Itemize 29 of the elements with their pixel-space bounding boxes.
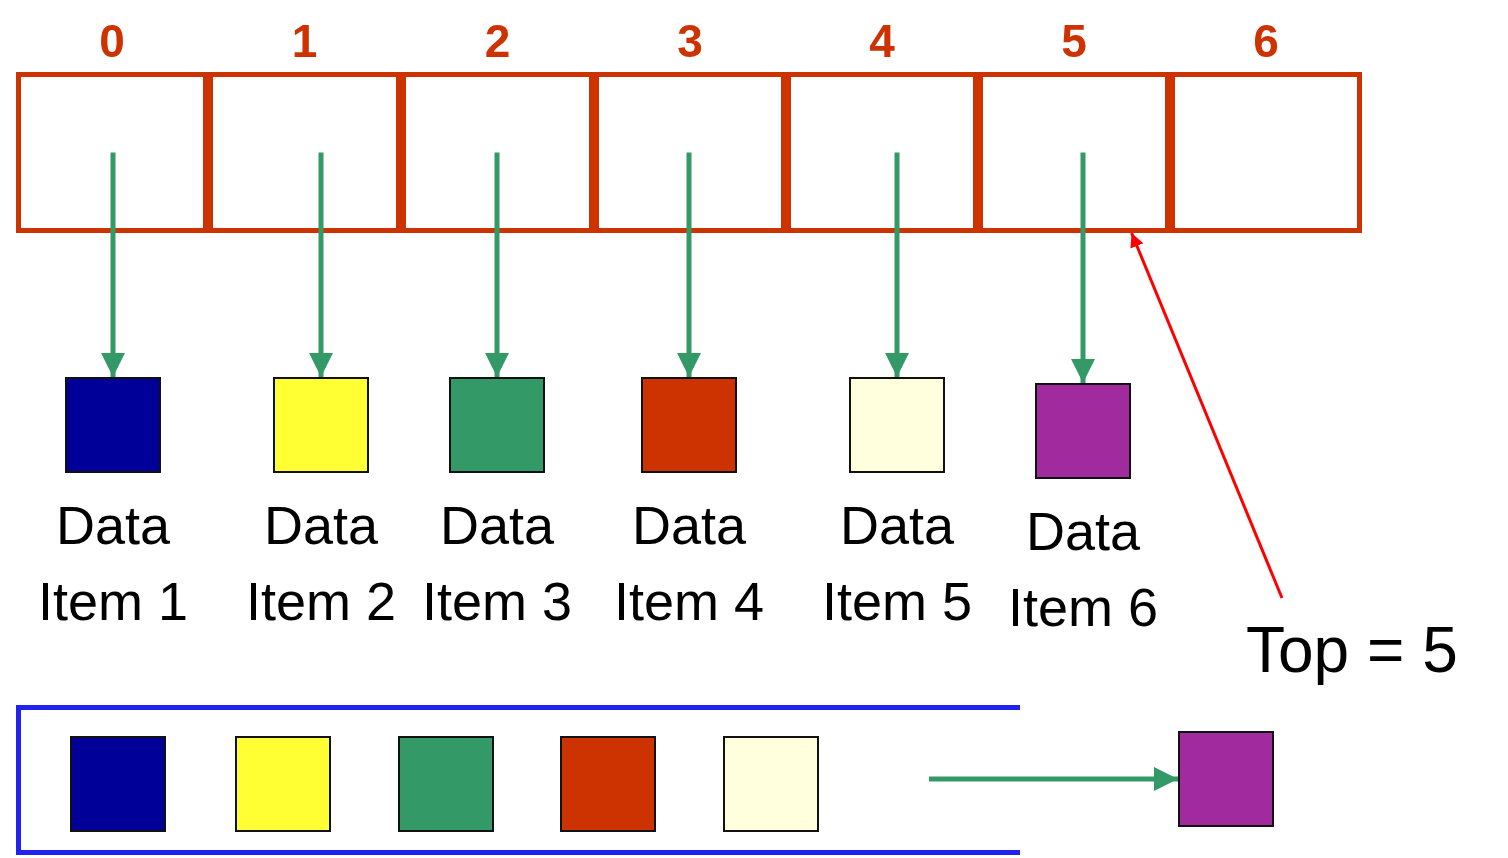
- index-number: 3: [676, 14, 704, 69]
- arrow: [101, 152, 125, 377]
- data-square: [1178, 731, 1274, 827]
- item-label: Data Item 3: [420, 494, 574, 633]
- arrow: [485, 152, 509, 377]
- top-label: Top = 5: [1246, 614, 1458, 686]
- index-number: 4: [868, 14, 896, 69]
- arrow: [1130, 232, 1284, 599]
- data-square: [723, 736, 819, 832]
- index-number: 0: [98, 14, 126, 69]
- arrow: [677, 152, 701, 377]
- arrow: [1071, 152, 1095, 383]
- data-square: [560, 736, 656, 832]
- item-label: Data Item 2: [244, 494, 398, 633]
- arrow: [309, 152, 333, 377]
- item-label: Data Item 6: [1006, 500, 1160, 639]
- index-number: 5: [1060, 14, 1088, 69]
- index-number: 1: [290, 14, 319, 69]
- data-square: [70, 736, 166, 832]
- index-number: 2: [483, 14, 512, 69]
- stack-container: [16, 705, 1020, 855]
- data-square: [398, 736, 494, 832]
- item-label: Data Item 5: [820, 494, 974, 633]
- item-label: Data Item 1: [36, 494, 190, 633]
- arrow: [885, 152, 909, 377]
- data-square: [235, 736, 331, 832]
- arrow: [929, 767, 1178, 791]
- item-label: Data Item 4: [612, 494, 766, 633]
- index-number: 6: [1252, 14, 1280, 69]
